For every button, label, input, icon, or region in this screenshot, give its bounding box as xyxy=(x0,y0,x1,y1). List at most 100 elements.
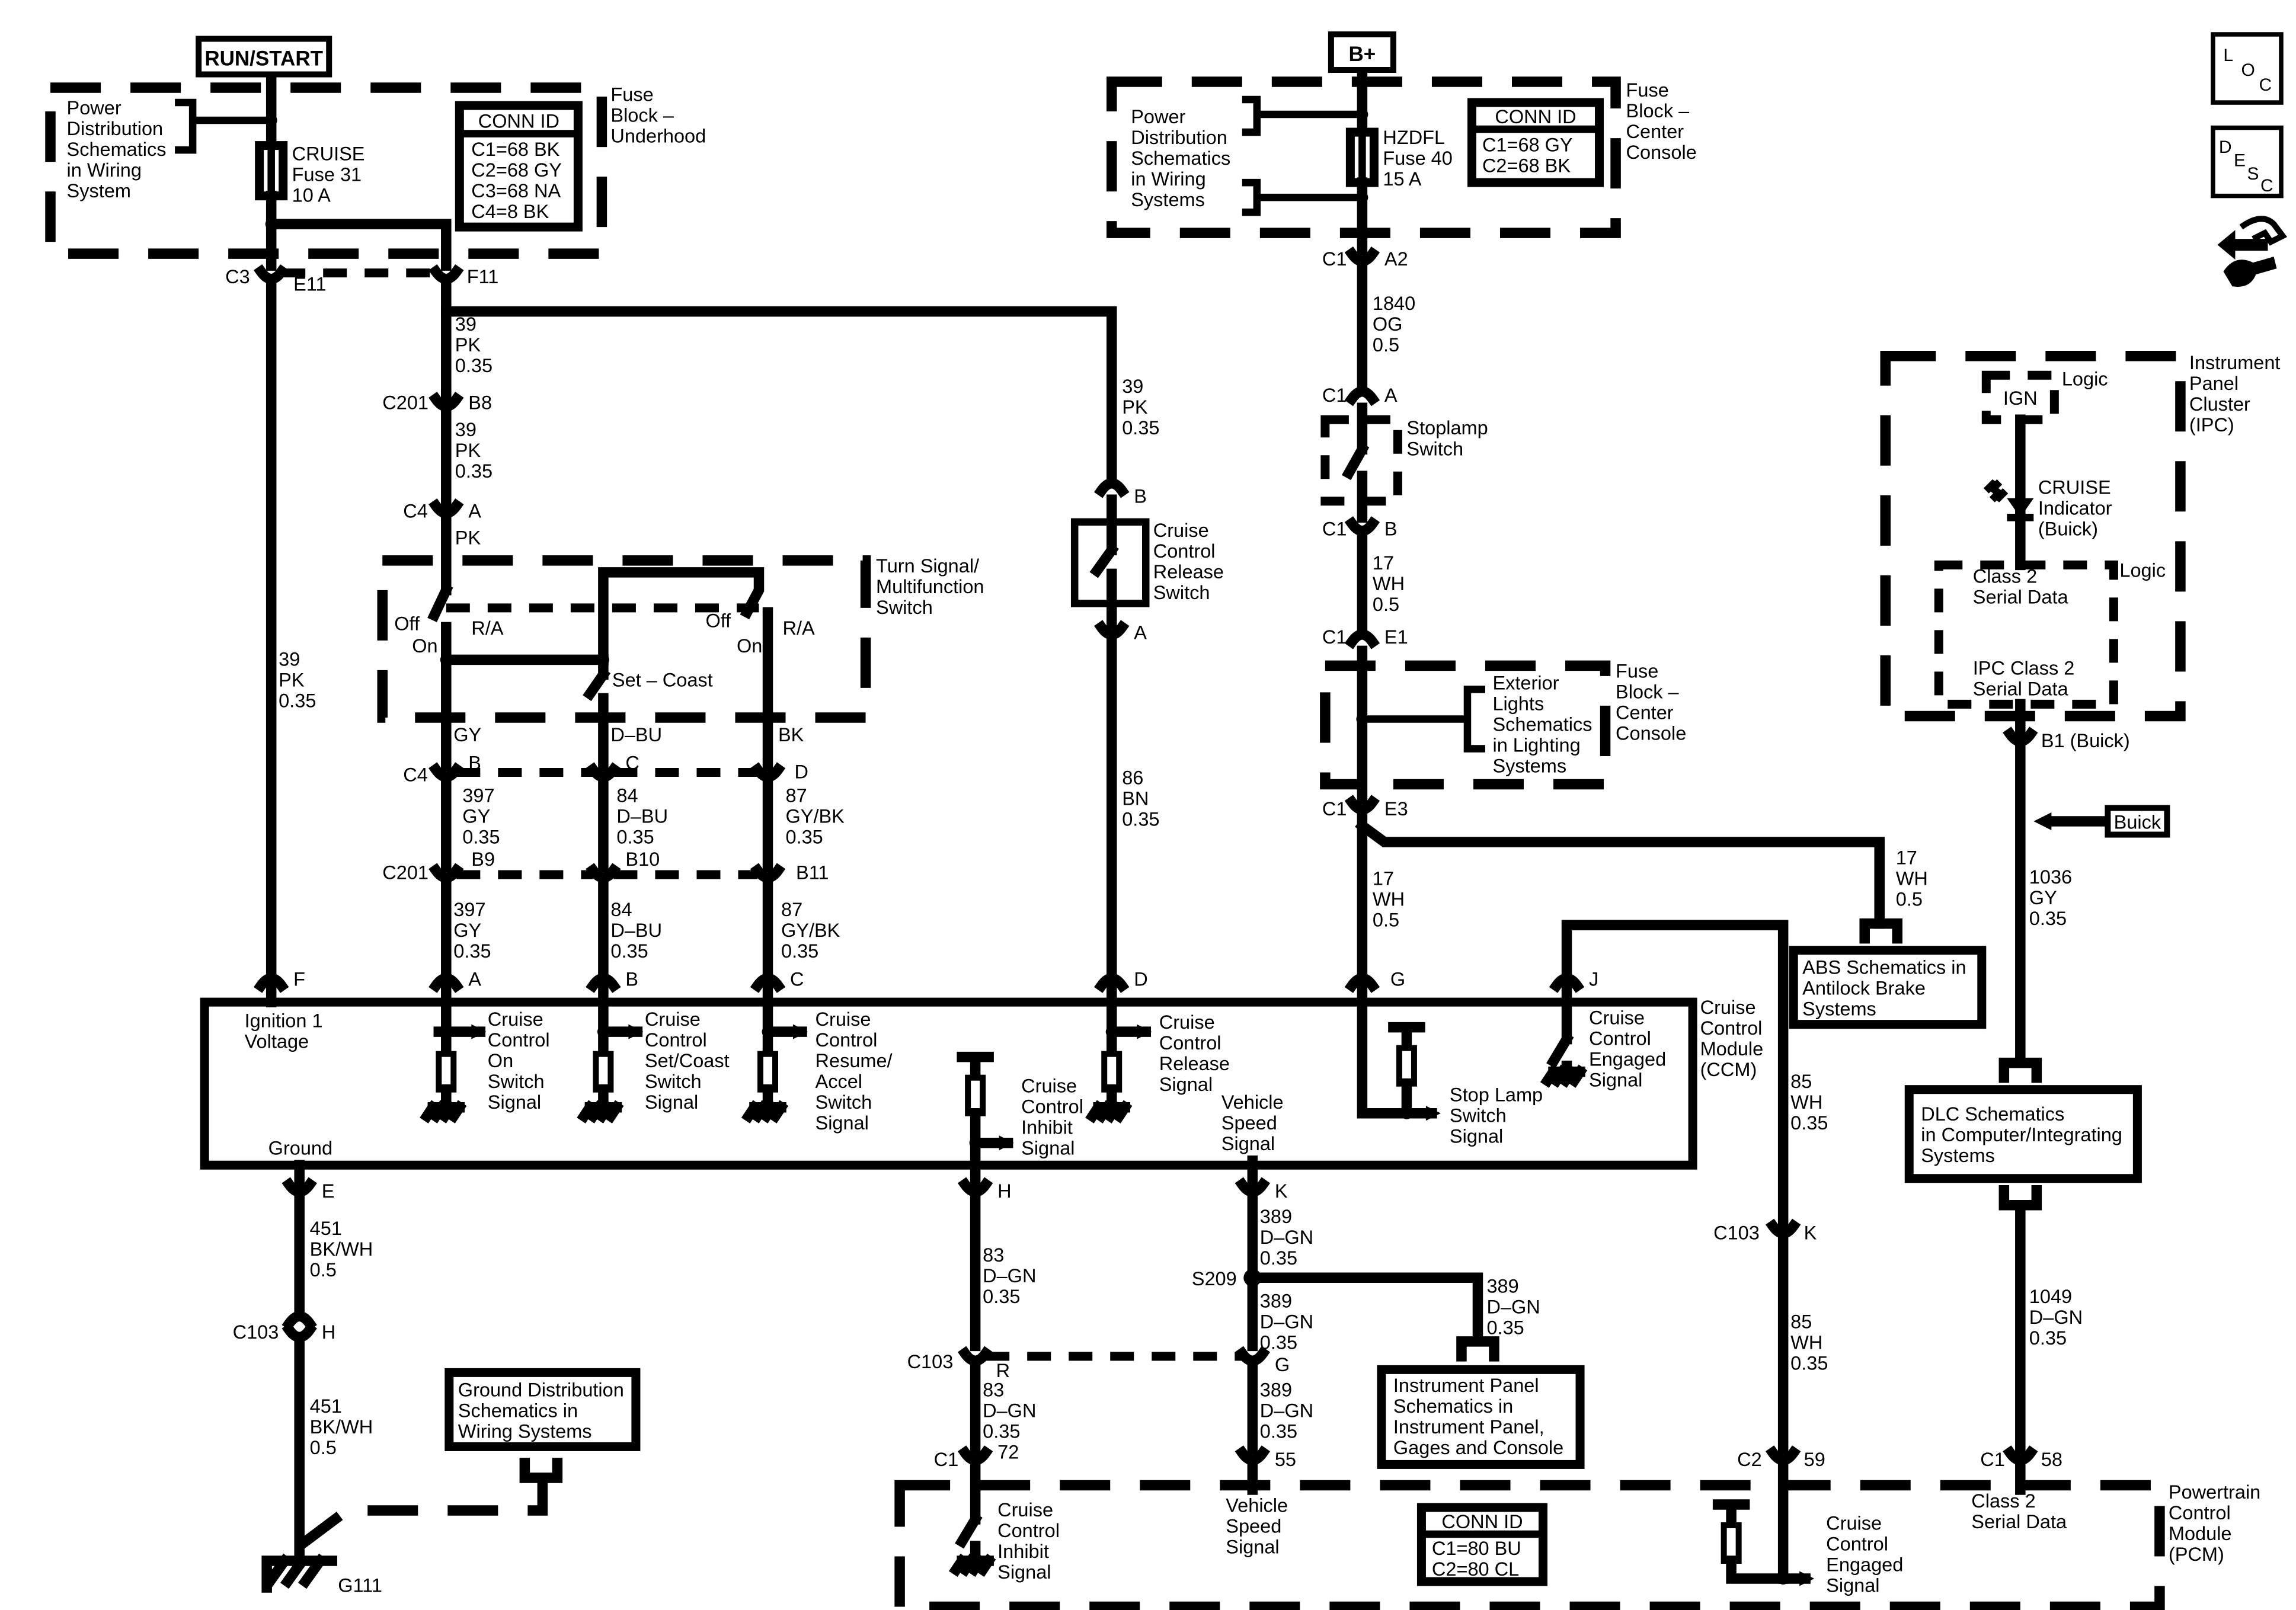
svg-text:Resume/: Resume/ xyxy=(816,1050,893,1071)
svg-text:Class 2: Class 2 xyxy=(1971,1490,2035,1512)
svg-text:Signal: Signal xyxy=(1221,1133,1275,1154)
pin-72: 72 xyxy=(997,1441,1019,1462)
wire-83-dgn-a: 83 D–GN 0.35 xyxy=(983,1244,1036,1307)
ipc-class2-label: Class 2 Serial Data IPC Class 2 Serial D… xyxy=(1973,565,2075,699)
svg-text:0.35: 0.35 xyxy=(781,940,818,962)
svg-text:Systems: Systems xyxy=(1802,998,1876,1020)
svg-text:BK/WH: BK/WH xyxy=(310,1238,373,1260)
buick-tag: Buick xyxy=(2033,805,2170,838)
wire-389-dgn-b: 389 D–GN 0.35 xyxy=(1260,1290,1313,1353)
svg-text:Distribution: Distribution xyxy=(1131,127,1227,148)
svg-text:Center: Center xyxy=(1616,702,1674,723)
conn-b9: B9 xyxy=(471,849,495,870)
conn-b10: B10 xyxy=(625,849,660,870)
svg-text:D–BU: D–BU xyxy=(616,806,668,827)
conn-c103-r-c103: C103 xyxy=(907,1351,954,1372)
ccm-resume-label: Cruise Control Resume/ Accel Switch Sign… xyxy=(816,1009,893,1134)
svg-text:S: S xyxy=(2247,164,2259,184)
svg-text:DLC Schematics: DLC Schematics xyxy=(1921,1103,2064,1125)
svg-text:On: On xyxy=(488,1050,513,1071)
ground-g111-label: G111 xyxy=(338,1575,382,1596)
ccm-pin-b: B xyxy=(625,969,638,990)
ccm-pin-f: F xyxy=(293,969,305,990)
svg-text:Stop Lamp: Stop Lamp xyxy=(1450,1084,1543,1106)
svg-text:Serial Data: Serial Data xyxy=(1971,1511,2067,1532)
svg-text:Control: Control xyxy=(645,1029,707,1051)
svg-text:Vehicle: Vehicle xyxy=(1221,1092,1284,1113)
pin-59: 59 xyxy=(1804,1449,1825,1470)
wire-87-gybk-a: 87 GY/BK 0.35 xyxy=(786,785,845,847)
ccm-label: Cruise Control Module (CCM) xyxy=(1700,997,1764,1080)
cruise-fuse-label: CRUISE Fuse 31 10 A xyxy=(292,143,365,206)
svg-text:in Computer/Integrating: in Computer/Integrating xyxy=(1921,1124,2122,1145)
conn-c103-h: H xyxy=(322,1321,335,1343)
conn-c201-top: C201 xyxy=(382,392,428,414)
svg-text:Schematics in: Schematics in xyxy=(1393,1395,1513,1417)
abs-schematics-ref[interactable] xyxy=(1789,946,1987,1029)
conn-pcm-c2: C2 xyxy=(1737,1449,1762,1470)
svg-text:389: 389 xyxy=(1260,1290,1292,1311)
svg-text:Distribution: Distribution xyxy=(67,118,164,139)
conn-id-table-console xyxy=(1467,98,1604,187)
loc-icon[interactable]: L O C xyxy=(2211,32,2284,105)
svg-text:Fuse: Fuse xyxy=(1626,79,1669,101)
svg-text:C1=80 BU: C1=80 BU xyxy=(1432,1538,1521,1559)
svg-text:Power: Power xyxy=(67,97,121,119)
conn-stoplamp-c1-b: C1 xyxy=(1322,518,1347,539)
stoplamp-switch-label: Stoplamp Switch xyxy=(1406,417,1488,459)
svg-text:389: 389 xyxy=(1260,1379,1292,1400)
svg-text:Class 2: Class 2 xyxy=(1973,565,2037,587)
svg-text:1036: 1036 xyxy=(2029,866,2072,888)
ccm-pin-j: J xyxy=(1589,969,1598,990)
svg-text:0.5: 0.5 xyxy=(1373,594,1399,615)
svg-text:0.35: 0.35 xyxy=(1790,1112,1828,1134)
svg-text:Antilock Brake: Antilock Brake xyxy=(1802,978,1926,999)
ccm-ign1-label: Ignition 1 Voltage xyxy=(245,1010,323,1052)
wire-84-dbu-a: 84 D–BU 0.35 xyxy=(616,785,668,847)
splice-s209-label: S209 xyxy=(1192,1268,1237,1289)
wire-gy: GY xyxy=(453,724,481,745)
svg-text:Panel: Panel xyxy=(2189,373,2239,394)
conn-c103-k: K xyxy=(1804,1222,1817,1243)
svg-text:85: 85 xyxy=(1790,1311,1812,1332)
release-switch-label: Cruise Control Release Switch xyxy=(1153,520,1224,603)
svg-text:PK: PK xyxy=(455,440,481,461)
wire-389-dgn-c: 389 D–GN 0.35 xyxy=(1260,1379,1313,1442)
svg-text:Switch: Switch xyxy=(1153,582,1210,603)
instrument-panel-ref[interactable] xyxy=(1377,1365,1585,1469)
svg-text:451: 451 xyxy=(310,1395,342,1417)
svg-text:17: 17 xyxy=(1373,868,1394,889)
ccm-inhibit-label: Cruise Control Inhibit Signal xyxy=(1021,1076,1083,1159)
svg-text:84: 84 xyxy=(610,899,632,920)
conn-id-table-pcm xyxy=(1416,1503,1548,1586)
ccm-ground-label: Ground xyxy=(268,1138,332,1159)
svg-text:CRUISE: CRUISE xyxy=(2038,476,2111,498)
svg-text:Cruise: Cruise xyxy=(1153,520,1209,541)
fuse-block-underhood-label: Fuse Block – Underhood xyxy=(610,84,706,147)
svg-text:(CCM): (CCM) xyxy=(1700,1059,1757,1080)
svg-text:Signal: Signal xyxy=(1450,1126,1503,1147)
svg-text:GY: GY xyxy=(462,806,490,827)
svg-text:0.35: 0.35 xyxy=(1122,417,1159,438)
svg-text:0.35: 0.35 xyxy=(786,827,823,848)
svg-text:Serial Data: Serial Data xyxy=(1973,678,2069,699)
svg-text:0.5: 0.5 xyxy=(1896,889,1923,910)
dlc-schematics-ref[interactable] xyxy=(1904,1085,2142,1183)
ground-distribution-ref[interactable] xyxy=(445,1368,641,1451)
svg-text:Block –: Block – xyxy=(1626,100,1690,121)
cruise-indicator-label: CRUISE Indicator (Buick) xyxy=(2038,476,2112,539)
svg-text:IGN: IGN xyxy=(2003,388,2038,409)
wire-85-wh-b: 85 WH 0.35 xyxy=(1790,1311,1828,1374)
wrench-hand-icon[interactable] xyxy=(2217,216,2288,287)
desc-icon[interactable]: D E S C xyxy=(2211,125,2284,199)
svg-text:Inhibit: Inhibit xyxy=(997,1541,1049,1562)
svg-text:0.35: 0.35 xyxy=(453,940,491,962)
svg-text:Fuse: Fuse xyxy=(610,84,653,105)
svg-text:83: 83 xyxy=(983,1244,1004,1266)
svg-text:D–BU: D–BU xyxy=(610,920,662,941)
wire-397-gy-a: 397 GY 0.35 xyxy=(462,785,500,847)
switch-off-2: Off xyxy=(705,610,731,631)
svg-text:OG: OG xyxy=(1373,313,1403,335)
svg-text:Switch: Switch xyxy=(488,1071,545,1092)
svg-text:Control: Control xyxy=(2169,1502,2231,1523)
